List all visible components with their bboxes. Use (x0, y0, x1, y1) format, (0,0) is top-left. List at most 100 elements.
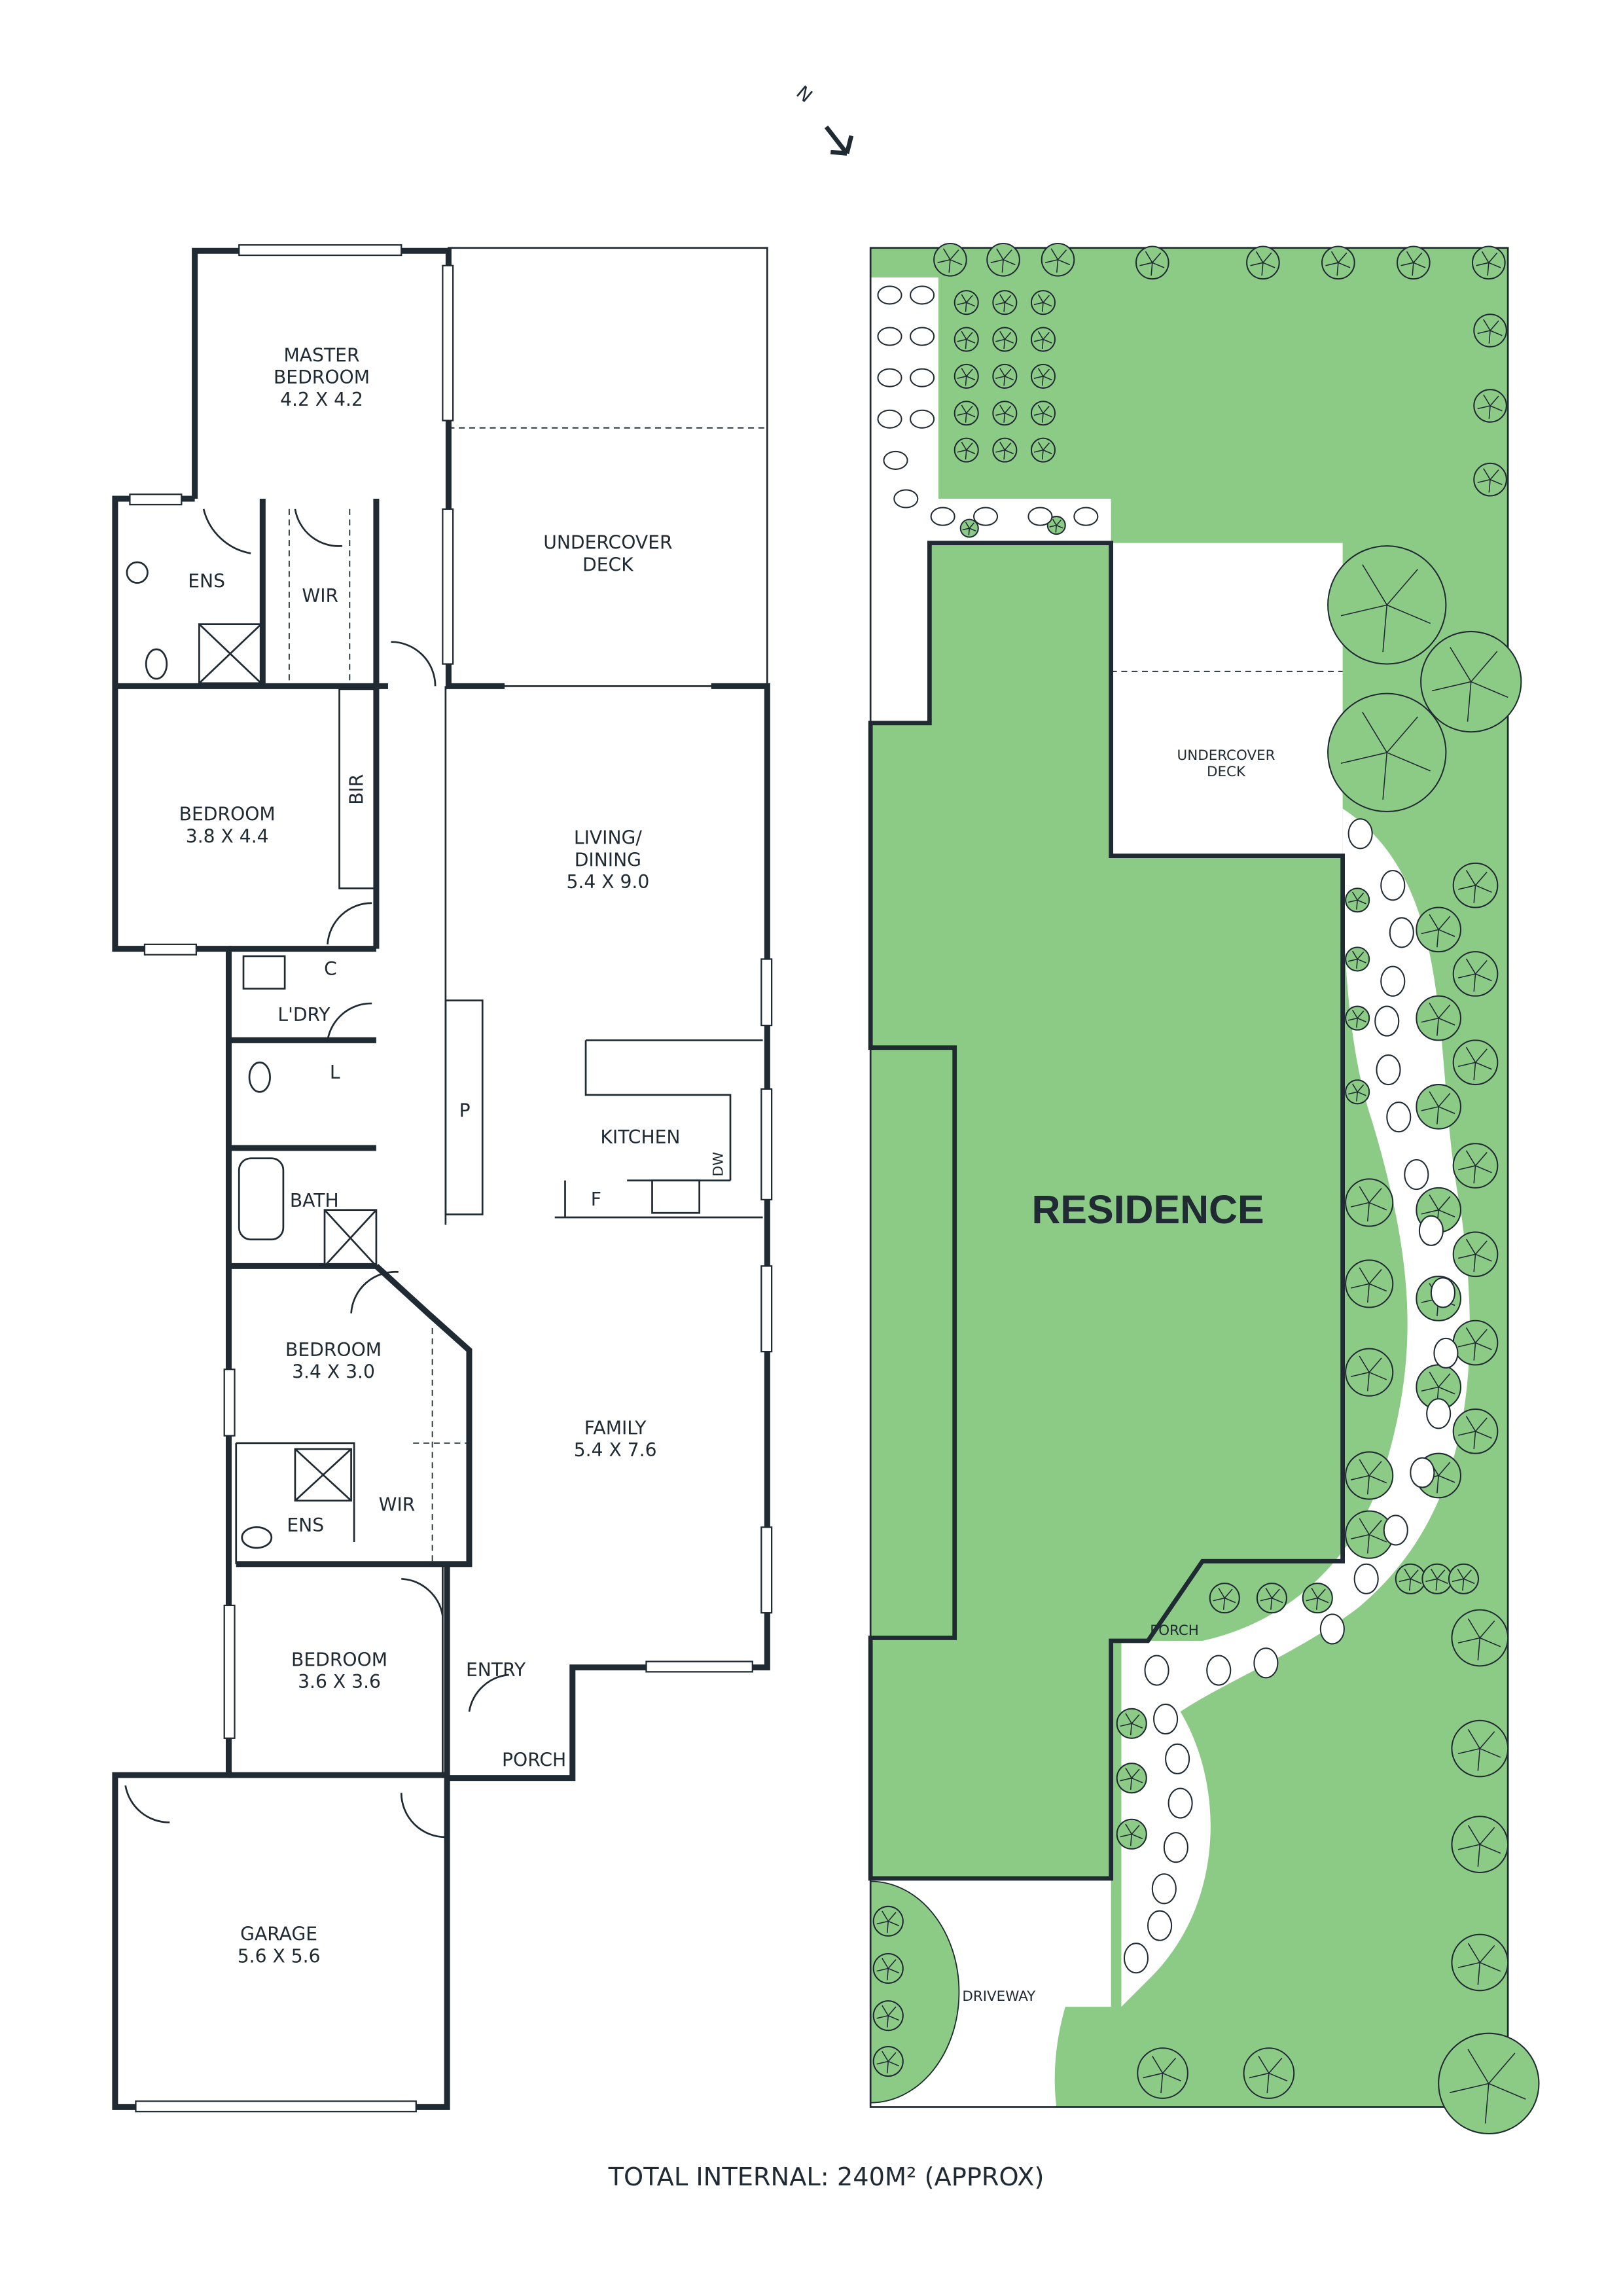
tree-icon (992, 437, 1018, 463)
stepping-stone (1123, 1943, 1149, 1974)
tree-icon (1452, 1408, 1499, 1454)
site-plan: RESIDENCE UNDERCOVER DECK PORCH DRIVEWAY (868, 242, 1540, 2135)
north-arrow-icon: N (792, 82, 854, 156)
tree-icon (1473, 314, 1507, 348)
room-label-entry: ENTRY (466, 1659, 526, 1681)
room-label-kitchen: KITCHEN (600, 1126, 680, 1148)
trees (872, 242, 1540, 2135)
stepping-stone (1147, 1910, 1173, 1941)
site-porch-label: PORCH (1150, 1623, 1199, 1639)
stepping-stone (893, 489, 919, 509)
tree-icon (1452, 1319, 1499, 1366)
tree-icon (1321, 245, 1355, 280)
tree-icon (1041, 242, 1075, 277)
tree-icon (1030, 290, 1056, 315)
residence-label: RESIDENCE (1031, 1187, 1264, 1232)
tree-icon (1416, 1084, 1461, 1130)
stepping-stone (1376, 1054, 1401, 1086)
tree-icon (954, 327, 979, 352)
room-label-wir: WIR (302, 585, 338, 607)
tree-icon (1452, 1231, 1499, 1278)
room-label-line2: DECK (582, 554, 634, 575)
compass-label: N (792, 82, 816, 107)
stepping-stone (1253, 1647, 1279, 1679)
room-label-undercover-deck: UNDERCOVER (543, 532, 672, 554)
total-internal-area: TOTAL INTERNAL: 240M² (APPROX) (608, 2162, 1044, 2192)
room-label-line2: BEDROOM (274, 367, 370, 388)
room-label-l: L (330, 1062, 340, 1083)
room-label-bath: BATH (290, 1190, 339, 1211)
stepping-stone (1073, 507, 1099, 526)
tree-icon (872, 1905, 904, 1937)
stepping-stone (1319, 1613, 1345, 1645)
stepping-stone (930, 507, 955, 526)
room-label-family: FAMILY (584, 1417, 647, 1439)
tree-icon (1030, 327, 1056, 352)
tree-icon (1209, 1583, 1240, 1614)
stepping-stone (1144, 1655, 1169, 1686)
room-size: 5.4 X 7.6 (574, 1439, 657, 1461)
tree-icon (1472, 245, 1506, 280)
tree-icon (1420, 630, 1522, 733)
tree-icon (1438, 2032, 1540, 2135)
room-label-bedroom-3: BEDROOM (291, 1649, 387, 1670)
room-label-dw: DW (711, 1152, 727, 1177)
tree-icon (1030, 401, 1056, 426)
stepping-stone (1433, 1337, 1459, 1369)
site-undercover-deck-label: UNDERCOVER (1177, 747, 1275, 764)
stepping-stone (910, 327, 935, 346)
tree-icon (872, 1952, 904, 1984)
stepping-stone (1347, 818, 1373, 850)
tree-icon (1421, 1563, 1453, 1594)
stepping-stone (1404, 1159, 1429, 1191)
stepping-stone (1389, 917, 1414, 948)
room-label-bir: BIR (346, 774, 368, 805)
tree-icon (954, 363, 979, 389)
tree-icon (1256, 1583, 1287, 1614)
tree-icon (1345, 1510, 1394, 1559)
stepping-stone (1153, 1703, 1179, 1735)
stepping-stone (1165, 1743, 1190, 1774)
tree-icon (1345, 888, 1370, 913)
room-label-laundry: L'DRY (277, 1004, 330, 1026)
stepping-stone (972, 507, 999, 526)
stepping-stone (1163, 1832, 1188, 1863)
stepping-stone (1386, 1102, 1412, 1133)
floor-plan: MASTER BEDROOM 4.2 X 4.2 UNDERCOVER DECK… (112, 244, 773, 2113)
site-undercover-deck-label-line2: DECK (1207, 764, 1246, 780)
stepping-stone (1426, 1398, 1452, 1429)
room-size: 3.8 X 4.4 (186, 825, 269, 847)
tree-icon (1452, 1039, 1499, 1086)
tree-icon (1451, 1609, 1509, 1667)
stepping-stone (1027, 507, 1053, 526)
tree-icon (1327, 692, 1447, 812)
room-label-ens-2: ENS (287, 1515, 324, 1536)
room-label-garage: GARAGE (240, 1924, 317, 1945)
room-label-porch: PORCH (502, 1749, 566, 1771)
stepping-stone (877, 409, 902, 429)
stepping-stone (910, 285, 935, 305)
tree-icon (1030, 437, 1056, 463)
tree-icon (1451, 1719, 1509, 1778)
tree-icon (1046, 516, 1066, 535)
room-size: 3.6 X 3.6 (298, 1671, 381, 1693)
stepping-stones (877, 285, 1459, 1974)
stepping-stone (910, 409, 935, 429)
tree-icon (986, 242, 1020, 277)
tree-icon (1345, 1005, 1370, 1031)
stepping-stone (883, 450, 908, 470)
stepping-stone (877, 327, 902, 346)
tree-icon (1452, 1143, 1499, 1189)
driveway-label: DRIVEWAY (962, 1988, 1036, 2005)
tree-icon (1116, 1818, 1147, 1850)
tree-icon (1345, 1259, 1394, 1308)
tree-icon (954, 290, 979, 315)
stepping-stone (1418, 1215, 1444, 1246)
tree-icon (1345, 1178, 1394, 1227)
tree-icon (954, 401, 979, 426)
stepping-stone (1410, 1457, 1435, 1488)
tree-icon (1327, 545, 1447, 665)
tree-icon (1302, 1583, 1333, 1614)
room-size: 3.4 X 3.0 (292, 1361, 375, 1383)
tree-icon (992, 401, 1018, 426)
